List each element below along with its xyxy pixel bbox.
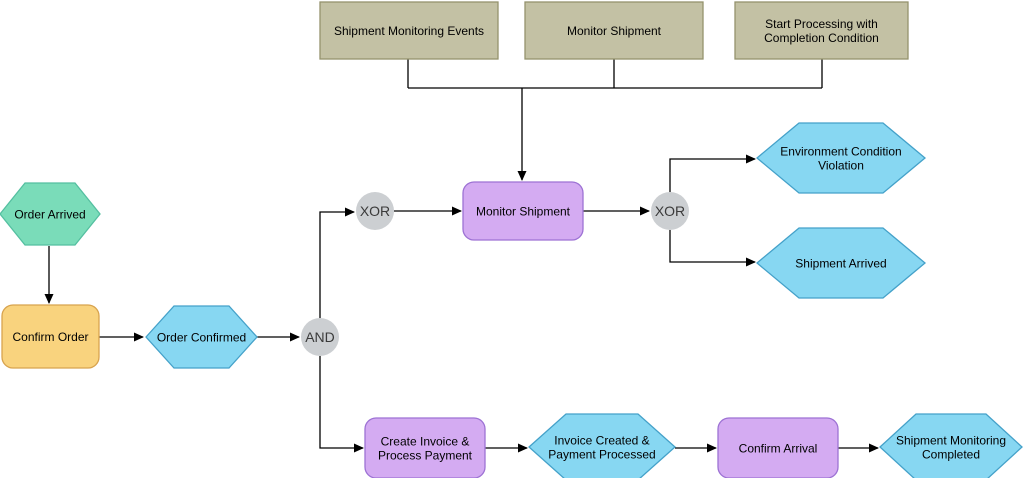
node-label: Confirm Order (12, 330, 88, 344)
node-connector-xor-2[interactable]: XOR (651, 192, 689, 230)
node-label-line: Shipment Monitoring Events (334, 24, 484, 38)
source-start-processing-shape[interactable] (734, 1, 909, 60)
node-label-line: Start Processing with (765, 17, 878, 31)
function-monitor-shipment-shape[interactable] (462, 181, 584, 241)
node-event-shipment-arrived[interactable]: Shipment Arrived (755, 227, 927, 299)
node-label-line: Shipment Arrived (795, 256, 886, 270)
node-label: Order Confirmed (157, 330, 246, 344)
connector-xor-1-shape[interactable] (356, 192, 394, 230)
node-event-invoice-created-payment-processed[interactable]: Invoice Created &Payment Processed (528, 413, 676, 478)
function-confirm-arrival-shape[interactable] (717, 417, 839, 478)
edge-xor2-to-environment-condition-violation[interactable] (669, 154, 756, 192)
node-label: AND (305, 329, 335, 345)
event-shipment-monitoring-completed-shape[interactable] (879, 413, 1023, 478)
node-connector-and[interactable]: AND (301, 318, 339, 356)
node-label: XOR (655, 203, 685, 219)
node-event-order-confirmed[interactable]: Order Confirmed (145, 305, 258, 369)
node-label: Monitor Shipment (567, 24, 662, 38)
node-label-line: Monitor Shipment (567, 24, 662, 38)
node-label-line: Payment Processed (548, 447, 655, 461)
function-confirm-order-shape[interactable] (1, 304, 100, 369)
node-label-line: Confirm Arrival (739, 441, 818, 455)
node-label-line: Invoice Created & (554, 433, 649, 447)
node-label-line: Monitor Shipment (476, 204, 571, 218)
connector-and-shape[interactable] (301, 318, 339, 356)
node-label-line: Order Confirmed (157, 330, 246, 344)
node-function-create-invoice-process-payment[interactable]: Create Invoice &Process Payment (364, 417, 486, 478)
node-label-line: Shipment Monitoring (896, 433, 1006, 447)
node-label: Order Arrived (14, 207, 85, 221)
node-label-line: Order Arrived (14, 207, 85, 221)
event-invoice-created-payment-processed-shape[interactable] (528, 413, 676, 478)
node-label-line: Environment Condition (780, 144, 901, 158)
node-function-monitor-shipment[interactable]: Monitor Shipment (462, 181, 584, 241)
node-function-confirm-arrival[interactable]: Confirm Arrival (717, 417, 839, 478)
connector-xor-2-shape[interactable] (651, 192, 689, 230)
node-label-line: XOR (655, 203, 685, 219)
event-order-arrived-shape[interactable] (0, 182, 101, 246)
node-label-line: Process Payment (378, 448, 473, 462)
node-event-order-arrived[interactable]: Order Arrived (0, 182, 101, 246)
node-label-line: Create Invoice & (381, 434, 470, 448)
node-label-line: Completed (922, 447, 980, 461)
event-environment-condition-violation-shape[interactable] (755, 122, 927, 194)
node-label-line: Confirm Order (12, 330, 88, 344)
node-label: Shipment Monitoring Events (334, 24, 484, 38)
source-monitor-shipment-shape[interactable] (524, 1, 704, 60)
node-source-monitor-shipment[interactable]: Monitor Shipment (524, 1, 704, 60)
event-order-confirmed-shape[interactable] (145, 305, 258, 369)
node-label-line: XOR (360, 203, 390, 219)
node-label: Invoice Created &Payment Processed (548, 433, 655, 461)
edge-and-to-xor1[interactable] (319, 207, 355, 318)
node-label-line: AND (305, 329, 335, 345)
node-label-line: Violation (818, 158, 864, 172)
edge-xor2-to-shipment-arrived[interactable] (669, 230, 756, 267)
node-connector-xor-1[interactable]: XOR (356, 192, 394, 230)
function-create-invoice-process-payment-shape[interactable] (364, 417, 486, 478)
node-source-shipment-monitoring-events[interactable]: Shipment Monitoring Events (319, 1, 499, 60)
event-shipment-arrived-shape[interactable] (755, 227, 927, 299)
source-shipment-monitoring-events-shape[interactable] (319, 1, 499, 60)
edge-and-to-create-invoice[interactable] (319, 356, 364, 453)
node-label-line: Completion Condition (764, 31, 879, 45)
node-label: XOR (360, 203, 390, 219)
node-label: Create Invoice &Process Payment (378, 434, 473, 462)
node-label: Confirm Arrival (739, 441, 818, 455)
node-label: Shipment Arrived (795, 256, 886, 270)
node-function-confirm-order[interactable]: Confirm Order (1, 304, 100, 369)
node-label: Monitor Shipment (476, 204, 571, 218)
